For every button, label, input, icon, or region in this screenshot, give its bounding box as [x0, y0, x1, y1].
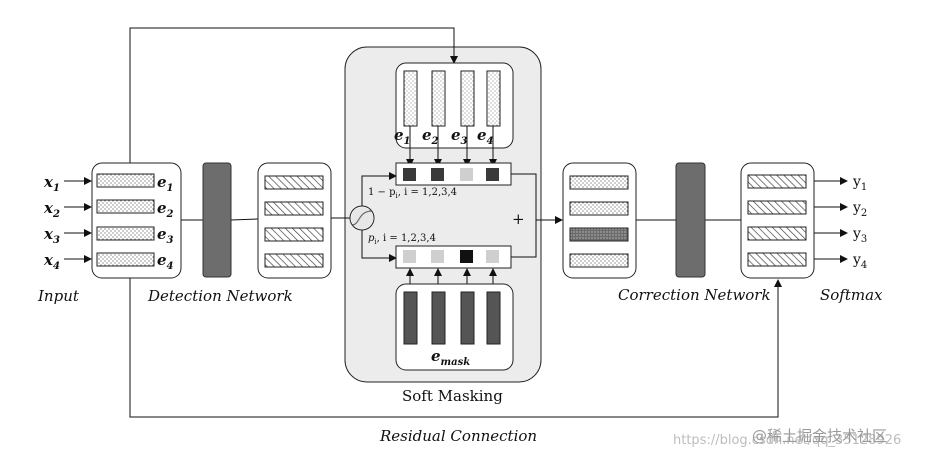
detection-network-label: Detection Network: [147, 287, 293, 305]
output-y2-label: y2: [852, 200, 867, 219]
residual-connection-lines: [129, 27, 782, 418]
p-label: pi, i = 1,2,3,4: [368, 233, 436, 246]
correction-network-block: [675, 162, 706, 278]
embedding-e4-label: e4: [157, 251, 174, 272]
detection-network-block: [202, 162, 232, 278]
embedding-down-arrows: [406, 126, 497, 167]
softmax-block: [740, 162, 815, 279]
detection-output-block: [257, 162, 332, 279]
softmax-label: Softmax: [820, 286, 883, 304]
embedding-e1-label: e1: [157, 173, 174, 194]
input-x2-label: x2: [43, 199, 60, 220]
e-mask-label: emask: [431, 347, 470, 368]
correction-input-block: [562, 162, 637, 279]
one-minus-p-label: 1 − pi, i = 1,2,3,4: [368, 187, 457, 200]
top-e3-label: e3: [451, 126, 468, 147]
input-label: Input: [37, 287, 80, 305]
combine-lines: [511, 173, 563, 258]
output-y1-label: y1: [852, 174, 867, 193]
embedding-e3-label: e3: [157, 225, 174, 246]
watermark-site: @稀土掘金技术社区: [752, 427, 887, 445]
embedding-columns-block: [395, 62, 514, 149]
residual-connection-label: Residual Connection: [379, 427, 537, 445]
input-x3-label: x3: [43, 225, 60, 246]
embedding-e2-label: e2: [157, 199, 174, 220]
input-x1-label: x1: [43, 173, 60, 194]
sigmoid-icon: [349, 205, 375, 231]
watermark-url: https://blog.csdn.net/qq_35128926: [673, 433, 901, 448]
top-e4-label: e4: [477, 126, 494, 147]
main-flow-lines: [181, 217, 741, 221]
input-arrows: [64, 177, 92, 263]
mask-embedding-block: [395, 283, 514, 371]
weighted-embedding-row: [395, 162, 512, 186]
input-x4-label: x4: [43, 251, 60, 272]
output-y3-label: y3: [852, 226, 867, 245]
top-e1-label: e1: [394, 126, 411, 147]
soft-masking-label: Soft Masking: [402, 387, 503, 405]
correction-network-label: Correction Network: [618, 286, 771, 304]
weighted-mask-row: [395, 245, 512, 269]
sigmoid-branch-lines: [361, 172, 397, 262]
top-e2-label: e2: [422, 126, 439, 147]
input-block: [91, 162, 182, 279]
output-arrows: [814, 177, 848, 263]
plus-sign: +: [512, 210, 525, 228]
output-y4-label: y4: [852, 252, 867, 271]
